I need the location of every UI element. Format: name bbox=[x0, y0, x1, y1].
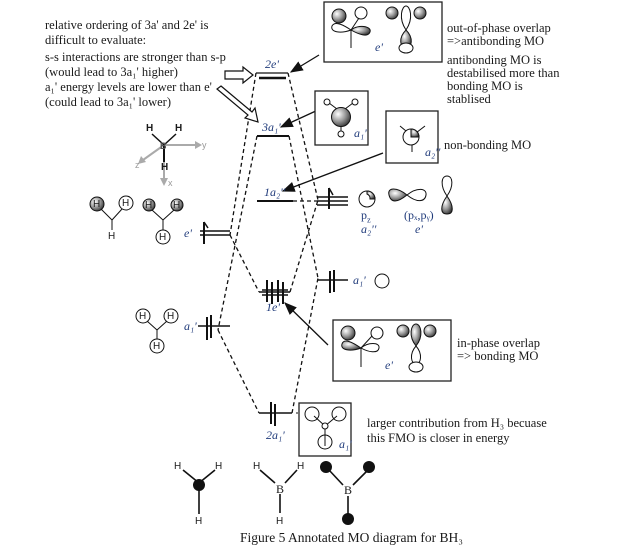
antibonding-note-line-1: antibonding MO is bbox=[447, 53, 542, 67]
b-orbital-pz bbox=[358, 190, 376, 208]
electrons-2a1 bbox=[270, 402, 276, 426]
mo-label-1a2: 1a₂'' bbox=[264, 185, 286, 199]
struct1-h1: H bbox=[174, 461, 182, 472]
struct2-h2: H bbox=[297, 461, 305, 472]
salc-e1-h3: H bbox=[108, 231, 116, 242]
axis-z-label: z bbox=[135, 160, 140, 170]
struct3-b: B bbox=[344, 483, 353, 497]
struct2-b: B bbox=[276, 482, 285, 496]
b-label-pz-sym: a₂'' bbox=[361, 222, 377, 236]
h3-salc-e-2 bbox=[142, 198, 184, 245]
electrons-1e bbox=[262, 280, 288, 304]
b-label-pxpy: (pₓ,pᵧ) bbox=[404, 208, 434, 222]
h3-level-a1 bbox=[198, 315, 230, 340]
mo-label-2a1: 2a₁' bbox=[266, 428, 285, 442]
salc-a1-h1: H bbox=[139, 311, 147, 322]
h3-level-e bbox=[200, 221, 230, 244]
mo-label-3a1: 3a₁' bbox=[262, 120, 281, 134]
ordering-note-line-1: relative ordering of 3a' and 2e' is bbox=[45, 18, 209, 32]
hollow-arrow-to-2e bbox=[224, 65, 254, 85]
salc-e2-h1: H bbox=[145, 200, 153, 211]
b-label-pxpy-sym: e' bbox=[415, 222, 423, 236]
b-label-pz: pz bbox=[361, 208, 371, 224]
b-orbital-s bbox=[374, 273, 390, 289]
salc-a1-h2: H bbox=[167, 311, 175, 322]
ordering-note-line-2: difficult to evaluate: bbox=[45, 33, 147, 47]
salc-e2-h3: H bbox=[159, 232, 167, 243]
arrow-to-3a1 bbox=[279, 109, 319, 128]
salc-e1-h1: H bbox=[93, 199, 101, 210]
axis-y-label: y bbox=[202, 140, 207, 150]
hollow-arrow-to-3a1 bbox=[216, 85, 259, 123]
b-label-s-sym: a₁' bbox=[353, 273, 366, 287]
b-level-p bbox=[317, 187, 348, 209]
arrow-to-1a2 bbox=[281, 152, 384, 192]
h3-salc-a1 bbox=[135, 308, 179, 354]
box-label-a1-bottom: a₁' bbox=[339, 437, 352, 451]
salc-e2-h2: H bbox=[173, 200, 181, 211]
orbital-box-2a1 bbox=[298, 402, 352, 457]
larger-contribution-line-1: larger contribution from H₃ becuase bbox=[367, 416, 547, 430]
antibonding-overlap-line-1: out-of-phase overlap bbox=[447, 21, 551, 35]
orbital-box-3a1 bbox=[314, 90, 369, 146]
box-label-e-bottom: e' bbox=[385, 358, 393, 372]
h3-label-a1: a₁' bbox=[184, 319, 197, 333]
structure-b-with-dots bbox=[320, 461, 375, 525]
mo-label-2e: 2e' bbox=[265, 57, 279, 71]
ordering-note-line-3: s-s interactions are stronger than s-p bbox=[45, 50, 226, 64]
orbital-box-antibonding-e bbox=[323, 1, 443, 63]
antibonding-overlap-line-2: =>antibonding MO bbox=[447, 34, 545, 48]
axis-x-label: x bbox=[168, 178, 173, 188]
axes-frame bbox=[138, 133, 202, 186]
struct1-h3: H bbox=[195, 516, 203, 527]
axes-h-bottom: H bbox=[161, 162, 169, 173]
box-label-a2: a₂'' bbox=[425, 145, 441, 159]
box-label-e-top: e' bbox=[375, 40, 383, 54]
h3-salc-e-1 bbox=[89, 195, 134, 230]
h3-label-e: e' bbox=[184, 226, 192, 240]
arrow-to-2e bbox=[289, 54, 320, 73]
orbital-box-a2 bbox=[385, 110, 439, 164]
antibonding-note-line-2: destabilised more than bbox=[447, 66, 560, 80]
struct2-h1: H bbox=[253, 461, 261, 472]
b-label-pz-sub: z bbox=[367, 215, 371, 225]
salc-e1-h2: H bbox=[122, 198, 130, 209]
b-orbital-px bbox=[388, 188, 427, 202]
axes-h-right: H bbox=[175, 123, 183, 134]
structure-h3-with-dot bbox=[182, 469, 216, 514]
b-level-s bbox=[318, 270, 348, 293]
axes-h-left: H bbox=[146, 123, 154, 134]
antibonding-note-line-4: stablised bbox=[447, 92, 491, 106]
figure-caption: Figure 5 Annotated MO diagram for BH₃ bbox=[240, 530, 463, 545]
b-orbital-py bbox=[441, 175, 453, 215]
ordering-note-line-4: (would lead to 3a₁' higher) bbox=[45, 65, 178, 79]
struct1-h2: H bbox=[215, 461, 223, 472]
antibonding-note-line-3: bonding MO is bbox=[447, 79, 523, 93]
non-bonding-note: non-bonding MO bbox=[444, 138, 532, 152]
mo-label-1e: 1e' bbox=[266, 300, 280, 314]
orbital-box-bonding-e bbox=[332, 319, 452, 382]
axes-b: B bbox=[160, 141, 167, 151]
b-label-pz-p: p bbox=[361, 208, 367, 222]
ordering-note-line-5: a₁' energy levels are lower than e' bbox=[45, 80, 212, 94]
bonding-overlap-line-2: => bonding MO bbox=[457, 349, 539, 363]
correlation-lines bbox=[217, 72, 319, 414]
bonding-overlap-line-1: in-phase overlap bbox=[457, 336, 540, 350]
struct2-h3: H bbox=[276, 516, 284, 527]
ordering-note-line-6: (could lead to 3a₁' lower) bbox=[45, 95, 172, 109]
salc-a1-h3: H bbox=[153, 341, 161, 352]
structure-bh3 bbox=[259, 469, 298, 513]
larger-contribution-line-2: this FMO is closer in energy bbox=[367, 431, 510, 445]
arrow-to-1e bbox=[284, 302, 329, 346]
box-label-a1-top: a₁' bbox=[354, 126, 367, 140]
